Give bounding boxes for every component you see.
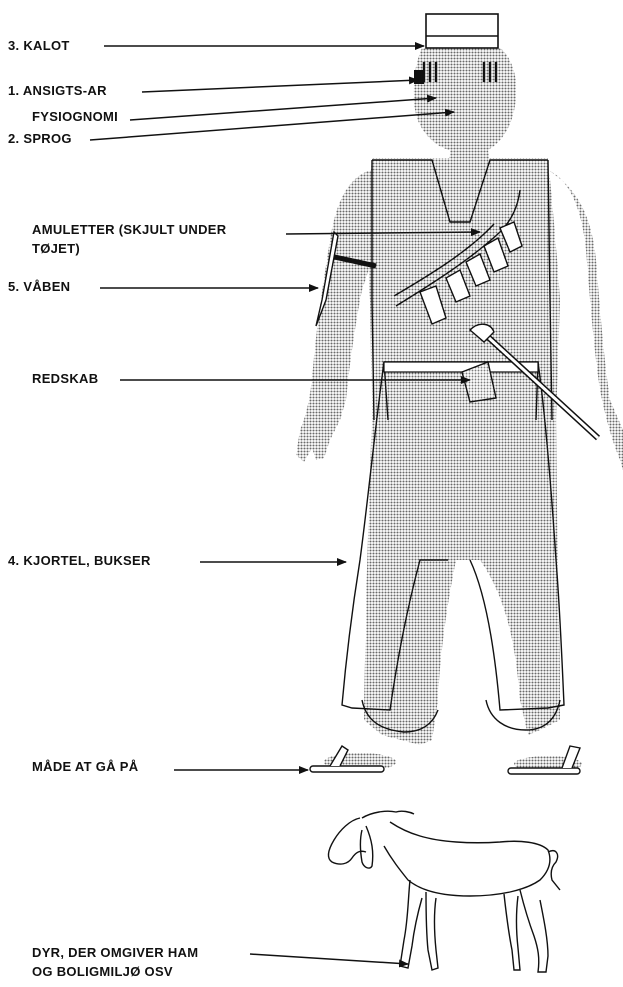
label-dyr-line1: DYR, DER OMGIVER HAM xyxy=(32,944,198,962)
label-dyr-line2: OG BOLIGMILJØ OSV xyxy=(32,963,173,981)
leader-ansigts-ar xyxy=(142,80,418,92)
body-silhouette xyxy=(296,48,623,772)
label-amuletter-line2: TØJET) xyxy=(32,240,80,258)
label-redskab: REDSKAB xyxy=(32,370,98,388)
legs-shape xyxy=(364,410,560,745)
left-arm-shape xyxy=(296,170,372,462)
kalot-cap xyxy=(426,14,498,48)
label-sprog: 2. SPROG xyxy=(8,130,72,148)
goat xyxy=(328,811,560,972)
label-amuletter-line1: AMULETTER (SKJULT UNDER xyxy=(32,221,226,239)
label-kalot: 3. KALOT xyxy=(8,37,70,55)
label-maade: MÅDE AT GÅ PÅ xyxy=(32,758,138,776)
label-ansigts-ar: 1. ANSIGTS-AR xyxy=(8,82,107,100)
label-fysiognomi: FYSIOGNOMI xyxy=(32,108,118,126)
label-vaaben: 5. VÅBEN xyxy=(8,278,70,296)
leader-sprog xyxy=(90,112,454,140)
label-kjortel: 4. KJORTEL, BUKSER xyxy=(8,552,151,570)
scar-dark-block xyxy=(414,70,424,84)
leader-dyr xyxy=(250,954,408,964)
